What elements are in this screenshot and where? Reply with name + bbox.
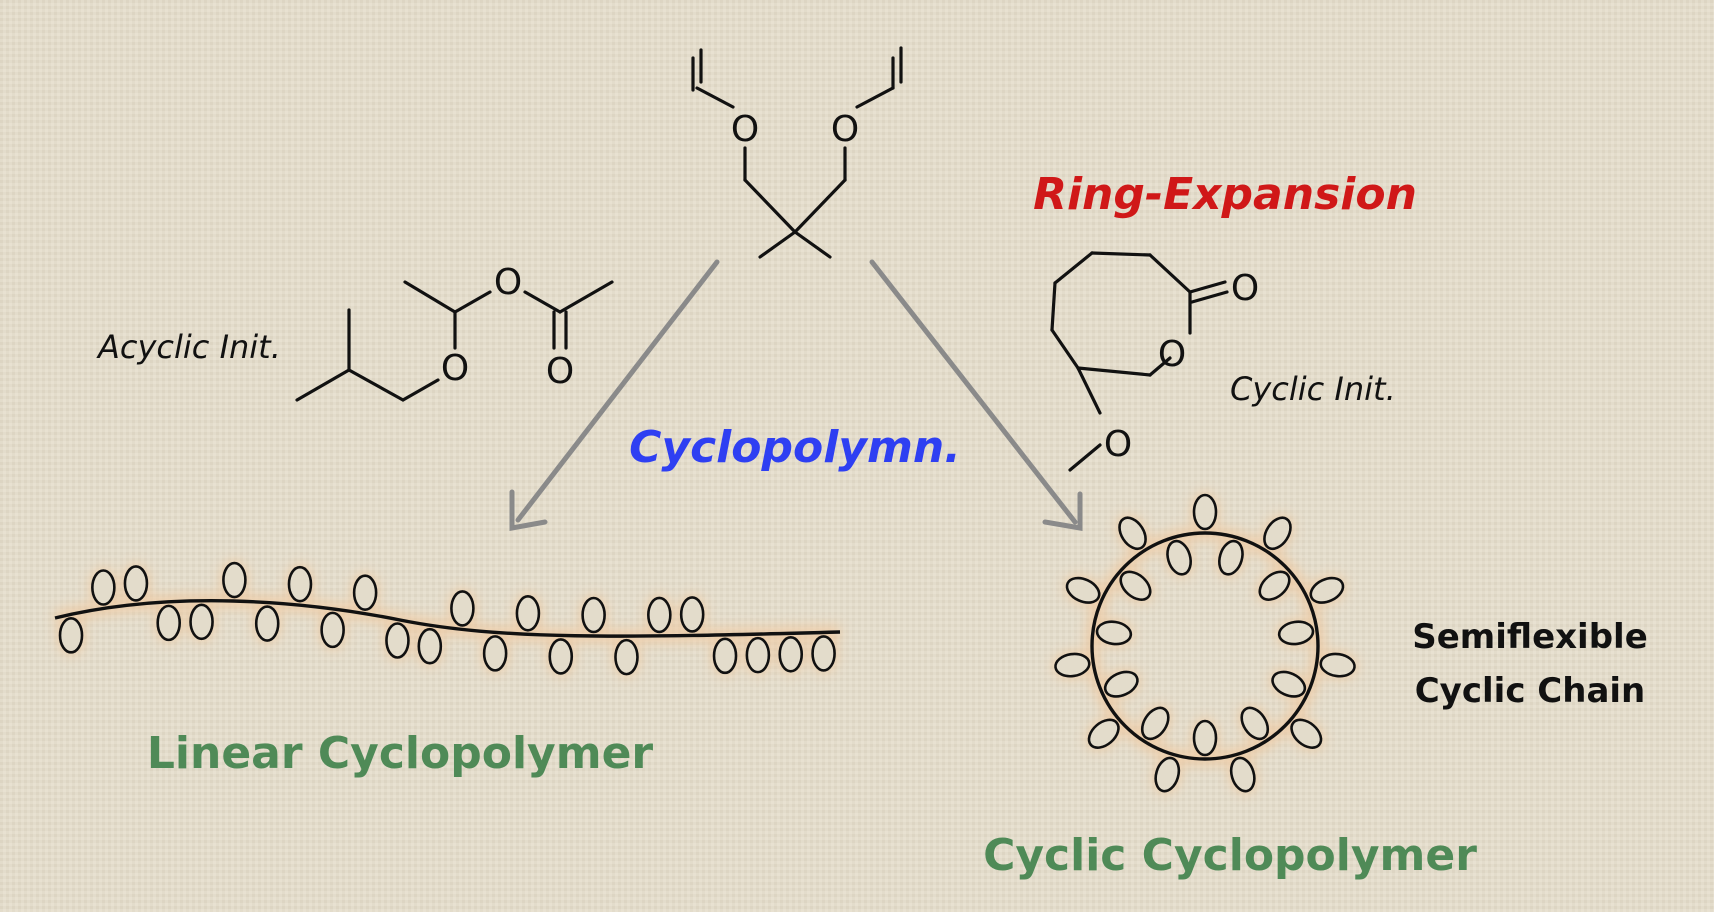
arrow-right <box>869 259 1078 525</box>
pendant-ring <box>1192 493 1218 531</box>
pendant-ring <box>548 638 574 675</box>
arrow-left-head <box>509 489 548 531</box>
cyclic-product-label: Cyclic Cyclopolymer <box>983 830 1477 881</box>
pendant-ring <box>1309 576 1345 604</box>
pendant-ring <box>1166 539 1192 576</box>
pendant-ring <box>320 611 345 649</box>
ring-expansion-label: Ring-Expansion <box>1033 169 1417 220</box>
semiflexible-label-line1: Semiflexible <box>1412 617 1648 657</box>
cyclic-initiator <box>1050 251 1229 472</box>
acyclic-oxygen-2: O <box>494 262 522 303</box>
cyclic-oxygen-methoxy: O <box>1104 424 1132 465</box>
pendant-ring <box>352 574 378 611</box>
pendant-ring <box>1271 670 1307 698</box>
pendant-ring <box>156 604 182 642</box>
pendant-ring <box>1087 718 1120 749</box>
pendant-ring <box>745 636 771 674</box>
pendant-ring <box>1119 570 1152 601</box>
cyclic-pendants <box>1054 493 1356 793</box>
pendant-ring <box>58 617 84 654</box>
pendant-ring <box>189 603 214 641</box>
semiflexible-label-line2: Cyclic Chain <box>1415 671 1646 711</box>
pendant-ring <box>778 636 804 673</box>
pendant-ring <box>417 627 443 665</box>
pendant-ring <box>254 605 280 642</box>
monomer-oxygen-right: O <box>831 109 859 150</box>
cyclopolymn-label: Cyclopolymn. <box>629 422 961 473</box>
pendant-ring <box>1103 670 1139 698</box>
pendant-ring <box>450 590 475 627</box>
pendant-ring <box>123 565 149 602</box>
pendant-ring <box>91 569 116 606</box>
pendant-ring <box>1263 516 1292 551</box>
pendant-ring <box>1065 576 1101 604</box>
reaction-arrows <box>509 259 1083 531</box>
pendant-ring <box>482 635 508 672</box>
cyclic-oxygen-ring: O <box>1158 334 1186 375</box>
arrow-right-head <box>1042 491 1083 531</box>
arrow-left <box>515 259 720 523</box>
pendant-ring <box>1140 706 1170 741</box>
monomer-oxygen-left: O <box>731 109 759 150</box>
pendant-ring <box>679 596 705 633</box>
pendant-ring <box>515 594 541 632</box>
pendant-ring <box>1095 620 1133 646</box>
pendant-ring <box>1154 756 1181 793</box>
cyclic-init-label: Cyclic Init. <box>1230 370 1396 408</box>
pendant-ring <box>1319 652 1356 678</box>
linear-backbone <box>54 599 841 638</box>
pendant-ring <box>222 561 247 599</box>
acyclic-oxygen-3: O <box>546 351 574 392</box>
cyclic-backbone <box>1090 531 1320 761</box>
pendant-ring <box>1118 516 1147 551</box>
pendant-ring <box>1277 620 1315 646</box>
pendant-ring <box>1192 719 1218 757</box>
linear-pendants <box>58 561 836 676</box>
pendant-ring <box>287 565 313 603</box>
pendant-ring <box>1229 756 1256 793</box>
pendant-ring <box>385 622 410 659</box>
pendant-ring <box>1240 706 1270 741</box>
acyclic-init-label: Acyclic Init. <box>96 328 281 366</box>
linear-cyclopolymer <box>53 560 841 678</box>
pendant-ring <box>1258 570 1291 601</box>
acyclic-oxygen-1: O <box>441 348 469 389</box>
pendant-ring <box>1290 718 1323 749</box>
pendant-ring <box>712 637 738 675</box>
pendant-ring <box>614 638 639 676</box>
linear-product-label: Linear Cyclopolymer <box>147 728 654 779</box>
pendant-ring <box>1218 539 1244 576</box>
cyclic-oxygen-carbonyl: O <box>1231 268 1259 309</box>
acyclic-initiator <box>295 280 614 402</box>
pendant-ring <box>647 596 672 634</box>
divinyl-monomer <box>691 46 903 259</box>
cyclic-cyclopolymer <box>1052 492 1358 795</box>
pendant-ring <box>1054 652 1091 678</box>
pendant-ring <box>581 596 606 634</box>
pendant-ring <box>811 635 836 672</box>
